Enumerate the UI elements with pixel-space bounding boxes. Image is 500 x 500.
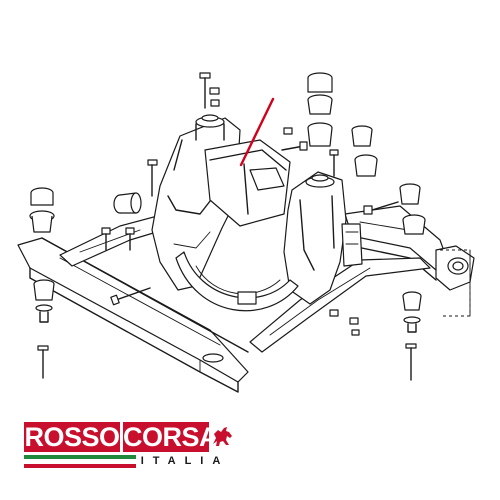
- prancing-horse-icon: [213, 427, 232, 446]
- nut-top-left: [209, 87, 220, 107]
- mount-pad-right: [341, 223, 363, 267]
- bushing-stack-far-right: [399, 183, 426, 235]
- italian-flag-stripes: [24, 455, 234, 468]
- logo-word-rosso: ROSSO: [24, 422, 120, 452]
- bolt-left-vertical: [147, 159, 158, 197]
- bolt-right-vertical: [329, 149, 339, 177]
- side-bushing-left: [113, 192, 142, 214]
- bolt-rear-angled: [363, 201, 399, 215]
- bolt-center-left: [110, 287, 151, 306]
- bolt-top-center: [281, 127, 308, 151]
- right-strut-tower: [283, 171, 347, 305]
- rosso-corsa-logo: ROSSO CORSA ITALIA: [24, 422, 234, 470]
- rear-bracket: [435, 245, 475, 317]
- bolt-lower-right: [405, 343, 417, 381]
- engine-mount-block: [204, 139, 291, 227]
- logo-word-corsa: CORSA: [123, 422, 219, 452]
- right-side-rail: [249, 257, 431, 353]
- bushing-stack-top-right: [307, 72, 333, 147]
- red-callout-pointer: [239, 97, 275, 167]
- bushing-stack-lower-right: [402, 291, 422, 333]
- bushing-stack-right: [351, 125, 378, 177]
- logo-subtitle-italia: ITALIA: [136, 455, 234, 468]
- bolt-lower-left: [37, 345, 49, 379]
- bolt-right-lower: [329, 309, 360, 336]
- bolt-left-angled: [101, 227, 135, 251]
- lower-arch-member: [175, 251, 299, 312]
- bushing-stack-left-front: [29, 187, 55, 233]
- bolt-set: [37, 72, 417, 381]
- front-crossmember: [17, 237, 249, 393]
- bolt-top-left: [199, 72, 211, 109]
- bushing-stack-left-lower: [33, 279, 55, 323]
